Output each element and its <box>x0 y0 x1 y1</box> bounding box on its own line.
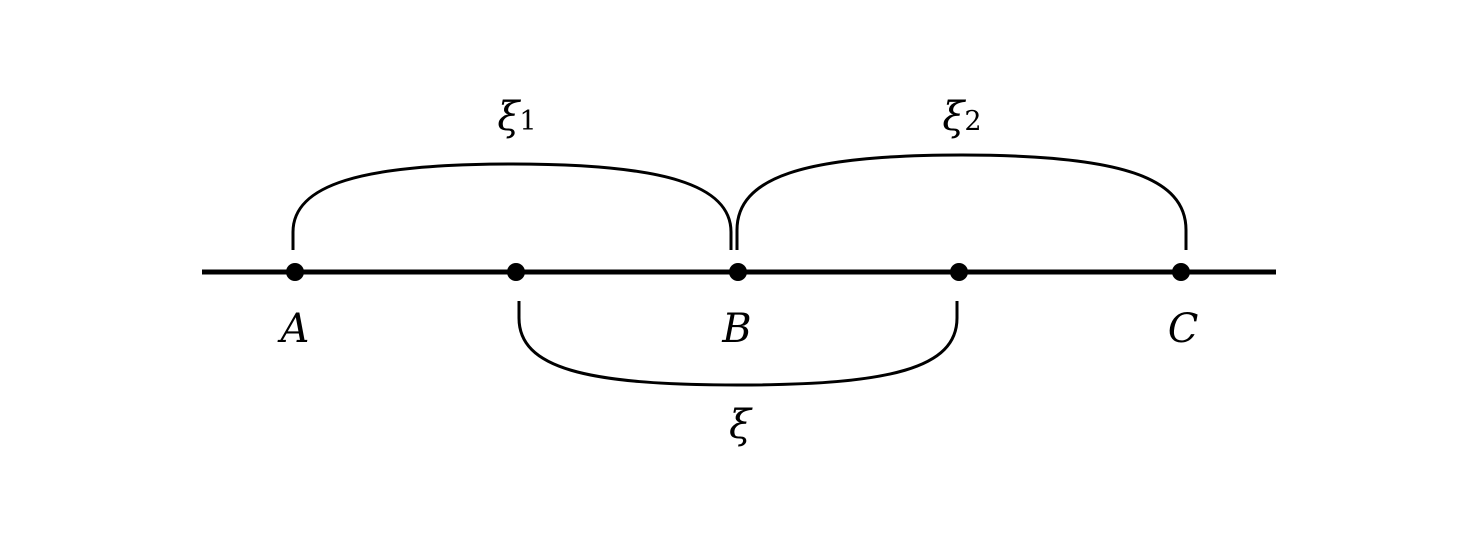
point-b <box>729 263 747 281</box>
point-midpoint-ab <box>507 263 525 281</box>
label-xi1-symbol: ξ <box>497 94 521 140</box>
label-c: C <box>1168 306 1199 352</box>
brace-xi <box>517 301 959 387</box>
label-xi2-subscript: 2 <box>964 106 981 137</box>
label-xi2: ξ2 <box>942 94 981 140</box>
label-xi1: ξ1 <box>497 94 536 140</box>
label-xi1-subscript: 1 <box>519 106 536 137</box>
point-a <box>286 263 304 281</box>
label-xi2-symbol: ξ <box>942 94 966 140</box>
label-a: A <box>277 306 310 352</box>
label-b: B <box>721 306 751 352</box>
brace-xi1 <box>291 162 733 250</box>
brace-xi2 <box>735 153 1188 250</box>
point-midpoint-bc <box>950 263 968 281</box>
point-c <box>1172 263 1190 281</box>
label-xi: ξ <box>729 402 753 448</box>
